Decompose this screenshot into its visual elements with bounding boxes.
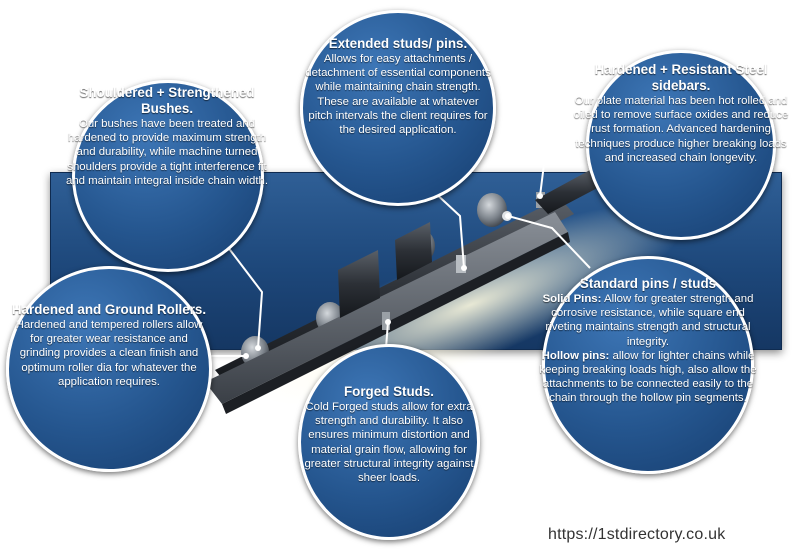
hollow-pins-label: Hollow pins: xyxy=(541,349,610,362)
attachment-plate xyxy=(338,250,380,318)
callout-title: Hardened and Ground Rollers. xyxy=(11,302,207,317)
solid-pins-body: Allow for greater strength and corrosive… xyxy=(545,293,754,348)
callout-bubble-shouldered xyxy=(72,80,264,272)
sidebar-edge xyxy=(222,232,570,414)
callout-body: Our bushes have been treated and hardene… xyxy=(66,118,268,187)
callout-shouldered: Shouldered + Strengthened Bushes. Our bu… xyxy=(62,85,272,188)
extended-stud xyxy=(456,255,466,273)
callout-body: Cold Forged studs allow for extra streng… xyxy=(304,401,474,485)
callout-pins: Standard pins / studs Solid Pins: Allow … xyxy=(532,276,764,406)
callout-extended: Extended studs/ pins. Allows for easy at… xyxy=(304,36,492,137)
forged-stud xyxy=(382,312,390,330)
callout-title: Hardened + Resistant Steel sidebars. xyxy=(594,62,768,93)
pin-head xyxy=(502,211,512,221)
hollow-pins-body: allow for lighter chains while keeping b… xyxy=(539,349,757,405)
callout-bubble-extended xyxy=(300,10,496,206)
callout-title: Extended studs/ pins. xyxy=(328,36,468,51)
front-sidebar xyxy=(205,212,568,404)
callout-title: Forged Studs. xyxy=(343,384,434,399)
callout-body: Our plate material has been hot rolled a… xyxy=(573,95,789,164)
website-url: https://1stdirectory.co.uk xyxy=(548,526,726,543)
callout-title: Shouldered + Strengthened Bushes. xyxy=(79,85,255,116)
roller xyxy=(477,193,507,227)
attachment-plate xyxy=(395,222,432,280)
callout-sidebars: Hardened + Resistant Steel sidebars. Our… xyxy=(572,62,790,165)
callout-title: Standard pins / studs xyxy=(579,276,717,291)
callout-bubble-pins xyxy=(542,256,754,474)
callout-rollers: Hardened and Ground Rollers. Hardened an… xyxy=(10,302,208,389)
callout-body: Allows for easy attachments / detachment… xyxy=(305,53,491,137)
callout-forged: Forged Studs. Cold Forged studs allow fo… xyxy=(302,384,476,485)
callout-body: Hardened and tempered rollers allow for … xyxy=(15,319,203,388)
callout-bubble-rollers xyxy=(6,266,212,472)
callout-bubble-forged xyxy=(298,344,480,540)
solid-pins-label: Solid Pins: xyxy=(542,293,602,305)
callout-bubble-sidebars xyxy=(586,50,776,240)
